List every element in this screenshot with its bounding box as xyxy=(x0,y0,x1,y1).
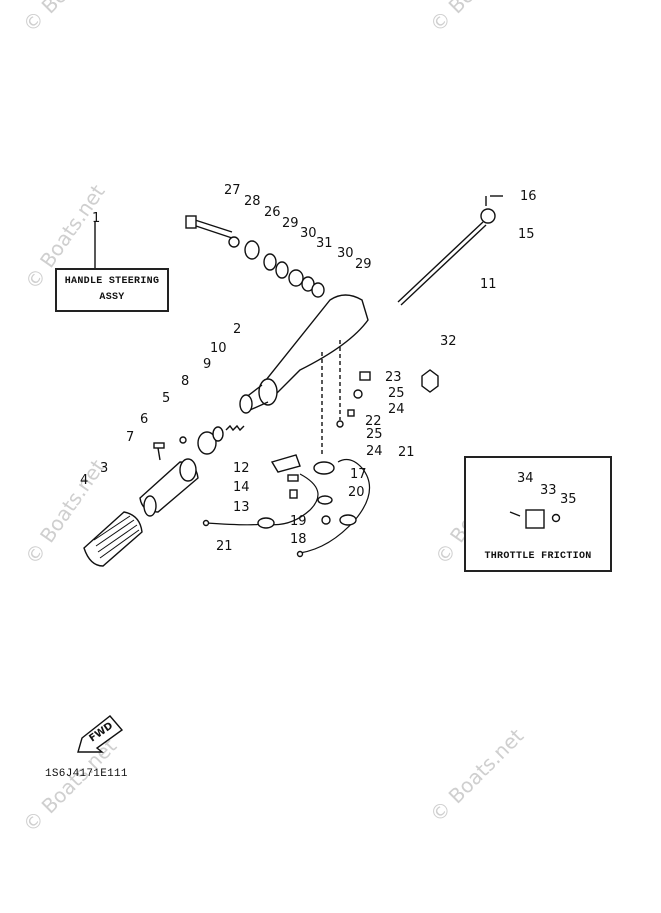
callout-13: 13 xyxy=(233,500,250,515)
callout-27: 27 xyxy=(224,183,241,198)
callout-29b: 29 xyxy=(355,257,372,272)
callout-22: 22 xyxy=(365,414,382,429)
handle-steering-assy-label: HANDLE STEERING ASSY xyxy=(55,268,169,312)
callout-33: 33 xyxy=(540,483,557,498)
callout-1: 1 xyxy=(92,211,100,226)
handle-steering-line1: HANDLE STEERING xyxy=(64,276,160,287)
callout-7: 7 xyxy=(126,430,134,445)
callout-24: 24 xyxy=(388,402,405,417)
callout-15: 15 xyxy=(518,227,535,242)
callout-26: 26 xyxy=(264,205,281,220)
callout-24b: 24 xyxy=(366,444,383,459)
throttle-friction-title: THROTTLE FRICTION xyxy=(484,551,592,562)
callout-3: 3 xyxy=(100,461,108,476)
callout-9: 9 xyxy=(203,357,211,372)
callout-34: 34 xyxy=(517,471,534,486)
callout-16: 16 xyxy=(520,189,537,204)
diagram-code: 1S6J4171E111 xyxy=(45,768,128,780)
callout-23: 23 xyxy=(385,370,402,385)
callout-14: 14 xyxy=(233,480,250,495)
callout-10: 10 xyxy=(210,341,227,356)
callout-28: 28 xyxy=(244,194,261,209)
callout-25: 25 xyxy=(388,386,405,401)
callout-5: 5 xyxy=(162,391,170,406)
callout-6: 6 xyxy=(140,412,148,427)
callout-32: 32 xyxy=(440,334,457,349)
callout-21b: 21 xyxy=(398,445,415,460)
callout-31: 31 xyxy=(316,236,333,251)
callout-12: 12 xyxy=(233,461,250,476)
callout-20: 20 xyxy=(348,485,365,500)
callout-29: 29 xyxy=(282,216,299,231)
callout-11: 11 xyxy=(480,277,497,292)
callout-4: 4 xyxy=(80,473,88,488)
callout-35: 35 xyxy=(560,492,577,507)
callout-18: 18 xyxy=(290,532,307,547)
callout-19: 19 xyxy=(290,514,307,529)
callout-25b: 25 xyxy=(366,427,383,442)
callout-2: 2 xyxy=(233,322,241,337)
callout-30: 30 xyxy=(300,226,317,241)
callout-8: 8 xyxy=(181,374,189,389)
callout-21: 21 xyxy=(216,539,233,554)
callout-30b: 30 xyxy=(337,246,354,261)
callout-17: 17 xyxy=(350,467,367,482)
handle-steering-line2: ASSY xyxy=(99,292,125,303)
